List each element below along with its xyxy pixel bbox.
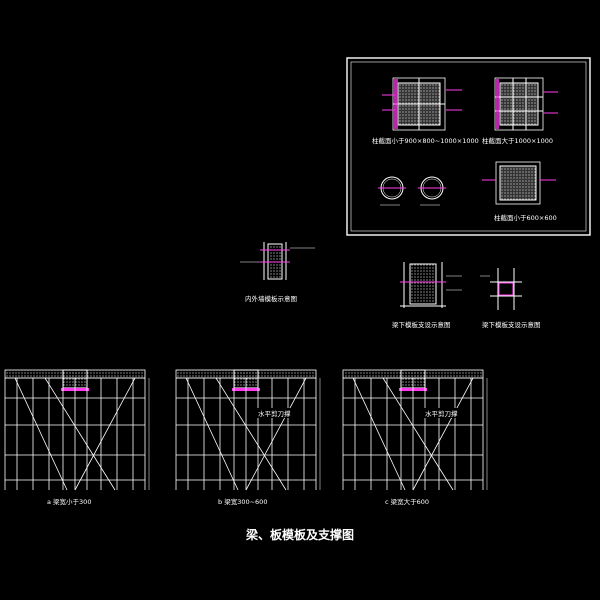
drawing-title: 梁、板模板及支撑图 (245, 527, 354, 542)
wall-formwork-detail: 内外墙模板示意图 (240, 242, 315, 303)
column-section-b: 柱截面大于1000×1000 (482, 77, 558, 145)
scaffold-frame-1: a 梁宽小于300 (4, 369, 150, 506)
column-section-c-label: 柱截面小于600×600 (494, 213, 557, 222)
beam-detail-right: 梁下模板支设示意图 (480, 268, 541, 329)
beam-detail-left: 梁下模板支设示意图 (392, 262, 462, 329)
column-section-a-label: 柱截面小于900×800~1000×1000 (372, 136, 479, 145)
brace (352, 377, 406, 491)
column-section-b-label: 柱截面大于1000×1000 (482, 136, 553, 145)
brace (382, 377, 454, 491)
brace (245, 377, 307, 491)
scaffold-frame-2: b 梁宽300~600 水平剪刀撑 (175, 369, 321, 506)
note-bg (423, 408, 459, 418)
column-section-a: 柱截面小于900×800~1000×1000 (372, 77, 479, 145)
frame-note: 水平剪刀撑 (425, 409, 458, 418)
brace (14, 377, 68, 491)
note-bg (256, 408, 292, 418)
brace (412, 377, 474, 491)
circular-column-details (378, 176, 446, 206)
brace (215, 377, 287, 491)
frame-caption: c 梁宽大于600 (385, 497, 429, 506)
frame-note: 水平剪刀撑 (258, 409, 291, 418)
brace (185, 377, 239, 491)
wall-detail-label: 内外墙模板示意图 (245, 294, 297, 303)
scaffold-frames: a 梁宽小于300 b 梁宽300~600 水平剪刀撑 c 梁宽大于600 水平剪刀撑 (4, 369, 488, 506)
brace (74, 377, 136, 491)
column-section-c: 柱截面小于600×600 (482, 161, 557, 222)
frame-caption: b 梁宽300~600 (218, 497, 267, 506)
scaffold-frame-3: c 梁宽大于600 水平剪刀撑 (342, 369, 488, 506)
frame-caption: a 梁宽小于300 (47, 497, 91, 506)
beam-detail-left-label: 梁下模板支设示意图 (392, 320, 451, 329)
column-section-panel: 柱截面小于900×800~1000×1000 柱截面大于1000×1000 (346, 57, 591, 236)
beam-detail-right-label: 梁下模板支设示意图 (482, 320, 541, 329)
brace (44, 377, 116, 491)
